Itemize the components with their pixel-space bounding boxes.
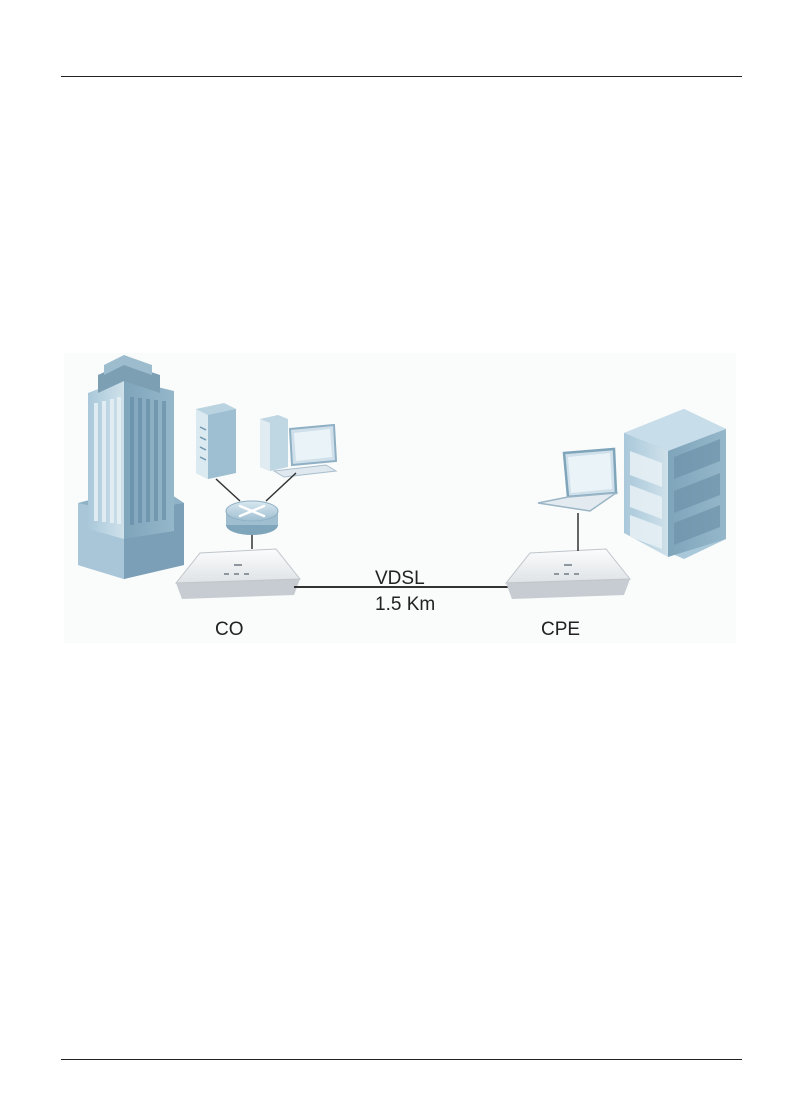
server-icon xyxy=(196,403,236,479)
link-distance-label: 1.5 Km xyxy=(375,595,435,614)
cpe-label: CPE xyxy=(541,620,580,639)
vdsl-network-diagram: VDSL 1.5 Km CO CPE xyxy=(64,353,736,643)
cpe-building-icon xyxy=(624,409,726,559)
footer-rule xyxy=(61,1059,742,1060)
co-label: CO xyxy=(215,620,244,639)
header-rule xyxy=(61,76,742,77)
link-technology-label: VDSL xyxy=(375,569,425,588)
